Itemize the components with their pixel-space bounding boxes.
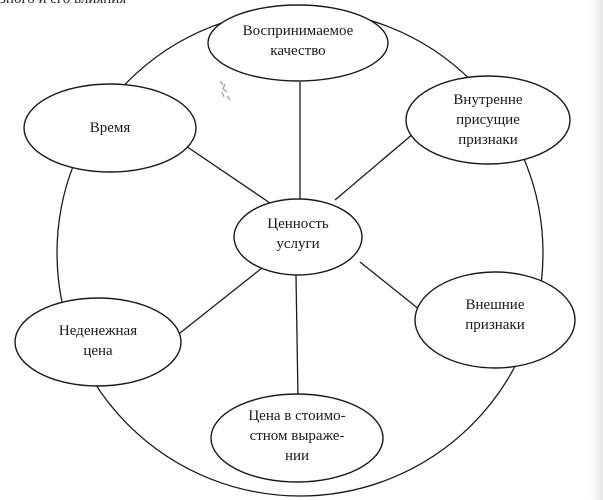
- cutoff-header-text: зного и его влияния: [0, 0, 126, 8]
- node-center-value: [233, 198, 363, 276]
- spoke-internal-features: [334, 127, 421, 201]
- smudge-mark: [219, 80, 231, 101]
- spoke-non-monetary-price: [179, 267, 263, 334]
- node-time: [23, 83, 197, 173]
- node-external-features: [414, 271, 576, 369]
- spoke-monetary-price: [295, 274, 299, 399]
- page-edge-shadow: [589, 0, 603, 500]
- node-internal-features: [405, 75, 571, 165]
- node-perceived-quality: [207, 4, 389, 82]
- spoke-time: [179, 141, 271, 204]
- node-monetary-price: [210, 393, 384, 483]
- spoke-external-features: [359, 261, 421, 311]
- node-non-monetary-price: [14, 297, 182, 387]
